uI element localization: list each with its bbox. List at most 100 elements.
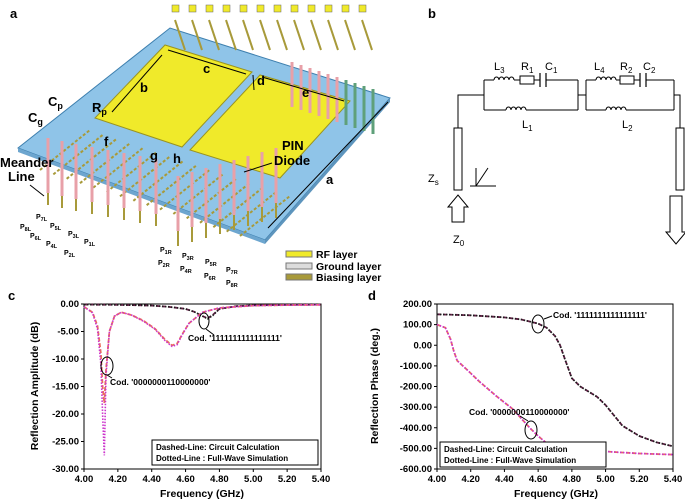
panel-a: a b c d e f g h a Cp Cg Rp Meander — [0, 4, 391, 289]
port-label-left: P6L — [30, 233, 42, 242]
x-tick-label: 5.00 — [244, 474, 263, 485]
top-pad — [307, 4, 316, 13]
reflected-arrow — [664, 195, 685, 245]
port-label-right: P7R — [226, 267, 238, 276]
chart-d-ann-2: Cod. '0000000110000000' — [469, 407, 569, 417]
via-back — [353, 83, 357, 128]
top-bias-strip — [327, 19, 339, 51]
resistor-r2 — [619, 75, 635, 85]
y-tick-label: 100.00 — [403, 320, 432, 331]
top-bias-strip — [361, 19, 373, 51]
via-right — [260, 152, 264, 207]
y-tick-label: -5.00 — [57, 327, 79, 338]
label-l4: L4 — [594, 61, 605, 75]
chart-d-xlabel: Frequency (GHz) — [514, 488, 598, 500]
top-pad — [273, 4, 282, 13]
y-tick-label: -30.00 — [52, 464, 79, 475]
port-label-left: P8L — [20, 224, 32, 233]
via-back — [371, 89, 375, 134]
panel-c-label: c — [8, 288, 15, 303]
bias-strip — [186, 177, 238, 220]
panel-b-label: b — [428, 6, 436, 21]
x-tick-label: 5.00 — [596, 474, 615, 485]
label-zs: Zs — [428, 173, 439, 187]
top-pad — [171, 4, 180, 13]
series-line-3 — [83, 304, 322, 456]
y-tick-label: -400.00 — [400, 423, 432, 434]
dim-f: f — [104, 134, 109, 149]
top-bias-strip — [208, 19, 220, 51]
label-c1: C1 — [545, 61, 558, 75]
chart-d-ann-1: Cod. '1111111111111111' — [553, 310, 647, 320]
tline-left — [453, 127, 463, 191]
via-right — [218, 164, 222, 219]
top-pad — [358, 4, 367, 13]
inductor-coil — [493, 76, 515, 81]
bias-strip — [119, 155, 171, 198]
chart-d-legend-2: Dotted-Line : Full-Wave Simulation — [444, 456, 576, 465]
inductors — [493, 76, 656, 111]
bias-strip — [79, 142, 131, 184]
y-tick-label: -100.00 — [400, 361, 432, 372]
y-tick-label: -500.00 — [400, 443, 432, 454]
bias-strip — [132, 160, 184, 202]
y-tick-label: 0.00 — [61, 299, 80, 310]
top-pad — [324, 4, 333, 13]
via-back — [344, 80, 348, 125]
chart-c-legend-box — [151, 439, 319, 466]
legend-swatch-rf — [285, 250, 313, 258]
top-bias-strip — [242, 19, 254, 51]
via-left — [138, 156, 142, 211]
via-left — [74, 144, 78, 199]
chart-c-ylabel: Reflection Amplitude (dB) — [29, 322, 41, 451]
inductor-coil — [605, 106, 627, 111]
series-line-0 — [436, 313, 674, 448]
dim-b-arrow — [111, 54, 163, 113]
bias-strip — [199, 182, 251, 224]
y-tick-label: -25.00 — [52, 437, 79, 448]
top-pad — [290, 4, 299, 13]
inductor-coil — [505, 106, 527, 111]
y-tick-label: -20.00 — [52, 409, 79, 420]
dim-b: b — [140, 80, 148, 95]
meander-pointer — [29, 184, 45, 197]
label-c2: C2 — [643, 61, 656, 75]
via-back — [335, 77, 339, 122]
via-back — [362, 86, 366, 131]
dim-g: g — [150, 148, 158, 163]
inductor-coil — [595, 76, 617, 81]
x-tick-label: 4.60 — [176, 474, 195, 485]
rp-label: Rp — [92, 100, 107, 117]
label-z0: Z0 — [453, 234, 465, 248]
top-bias-strip — [344, 19, 356, 51]
cg-label: Cg — [28, 110, 43, 127]
port-labels: P8LP7LP6LP5LP4LP3LP2LP1LP1RP2RP3RP4RP5RP… — [20, 214, 238, 289]
series-line-1 — [436, 313, 674, 448]
legend-ground: Ground layer — [316, 261, 381, 273]
chart-c-legend-1: Dashed-Line: Circuit Calculation — [156, 443, 280, 452]
chart-c-ann-2: Cod. '0000000110000000' — [110, 377, 210, 387]
chart-c-pointer-2 — [106, 374, 113, 379]
top-bias-strip — [174, 19, 186, 51]
dim-h: h — [173, 151, 181, 166]
y-tick-label: 0.00 — [414, 340, 433, 351]
port-label-left: P1L — [84, 239, 96, 248]
dim-a-arrow — [267, 101, 389, 229]
series-line-1 — [83, 303, 322, 320]
via-left — [154, 159, 158, 214]
x-tick-label: 4.80 — [210, 474, 229, 485]
x-tick-label: 4.20 — [461, 474, 480, 485]
cp-label: Cp — [48, 94, 63, 111]
top-bias-strip — [259, 19, 271, 51]
x-tick-label: 5.20 — [630, 474, 649, 485]
pin-pointer — [243, 162, 273, 173]
series-line-2 — [436, 323, 674, 456]
via-left — [46, 138, 50, 193]
dim-d: d — [257, 73, 265, 88]
port-label-right: P3R — [182, 253, 194, 262]
meander-label-2: Line — [8, 169, 35, 184]
